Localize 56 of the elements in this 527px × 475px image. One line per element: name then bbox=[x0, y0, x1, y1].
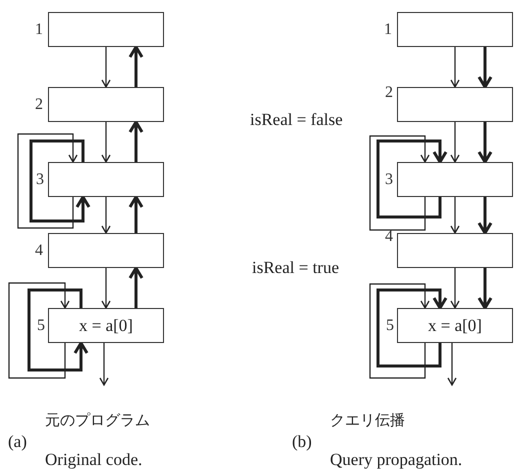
arrow bbox=[478, 122, 492, 164]
statement-box bbox=[48, 308, 164, 343]
statement-box bbox=[48, 162, 164, 197]
arrow bbox=[101, 268, 111, 309]
arrow bbox=[128, 46, 144, 87]
statement-box bbox=[48, 233, 164, 268]
line-number: 2 bbox=[385, 85, 393, 101]
arrow bbox=[128, 196, 144, 233]
loop-arrow bbox=[28, 288, 88, 372]
loop-arrow bbox=[30, 140, 90, 222]
arrow bbox=[478, 47, 492, 88]
statement-box bbox=[397, 12, 513, 47]
loop-arrow bbox=[369, 135, 430, 231]
condition-label: isReal = true bbox=[252, 258, 340, 278]
line-number: 1 bbox=[384, 22, 392, 38]
arrow bbox=[450, 47, 460, 88]
arrow bbox=[450, 268, 460, 309]
arrow bbox=[101, 122, 111, 163]
line-number: 5 bbox=[386, 318, 394, 334]
line-number: 1 bbox=[35, 22, 43, 38]
line-number: 3 bbox=[36, 172, 44, 188]
line-number: 5 bbox=[37, 318, 45, 334]
arrow bbox=[447, 343, 457, 386]
line-number: 2 bbox=[35, 97, 43, 113]
line-number: 4 bbox=[385, 229, 393, 245]
statement-box bbox=[397, 308, 513, 343]
loop-arrow bbox=[17, 133, 78, 229]
arrow bbox=[101, 197, 111, 234]
statement-box bbox=[397, 233, 513, 268]
statement-box bbox=[48, 87, 164, 122]
subfigure-label: (b) bbox=[292, 432, 312, 452]
arrow bbox=[128, 120, 144, 162]
arrow bbox=[99, 343, 109, 386]
arrow bbox=[478, 197, 492, 234]
caption-text: 元のプログラム bbox=[45, 410, 150, 430]
statement-box bbox=[397, 87, 513, 122]
statement-box bbox=[397, 162, 513, 197]
caption-text: クエリ伝播 bbox=[330, 410, 405, 430]
statement-text: x = a[0] bbox=[79, 316, 133, 336]
loop-arrow bbox=[8, 282, 70, 379]
caption-text: Original code. bbox=[45, 450, 142, 470]
loop-arrow bbox=[376, 140, 448, 218]
arrow bbox=[450, 122, 460, 163]
arrow bbox=[128, 266, 144, 308]
statement-text: x = a[0] bbox=[428, 316, 482, 336]
loop-arrow bbox=[376, 288, 448, 368]
statement-box bbox=[48, 12, 164, 47]
line-number: 3 bbox=[385, 172, 393, 188]
arrow bbox=[450, 197, 460, 234]
caption-text: Query propagation. bbox=[330, 450, 462, 470]
line-number: 4 bbox=[35, 243, 43, 259]
subfigure-label: (a) bbox=[8, 432, 27, 452]
arrow bbox=[478, 268, 492, 310]
condition-label: isReal = false bbox=[250, 110, 343, 130]
loop-arrow bbox=[369, 283, 430, 379]
arrow bbox=[101, 47, 111, 88]
